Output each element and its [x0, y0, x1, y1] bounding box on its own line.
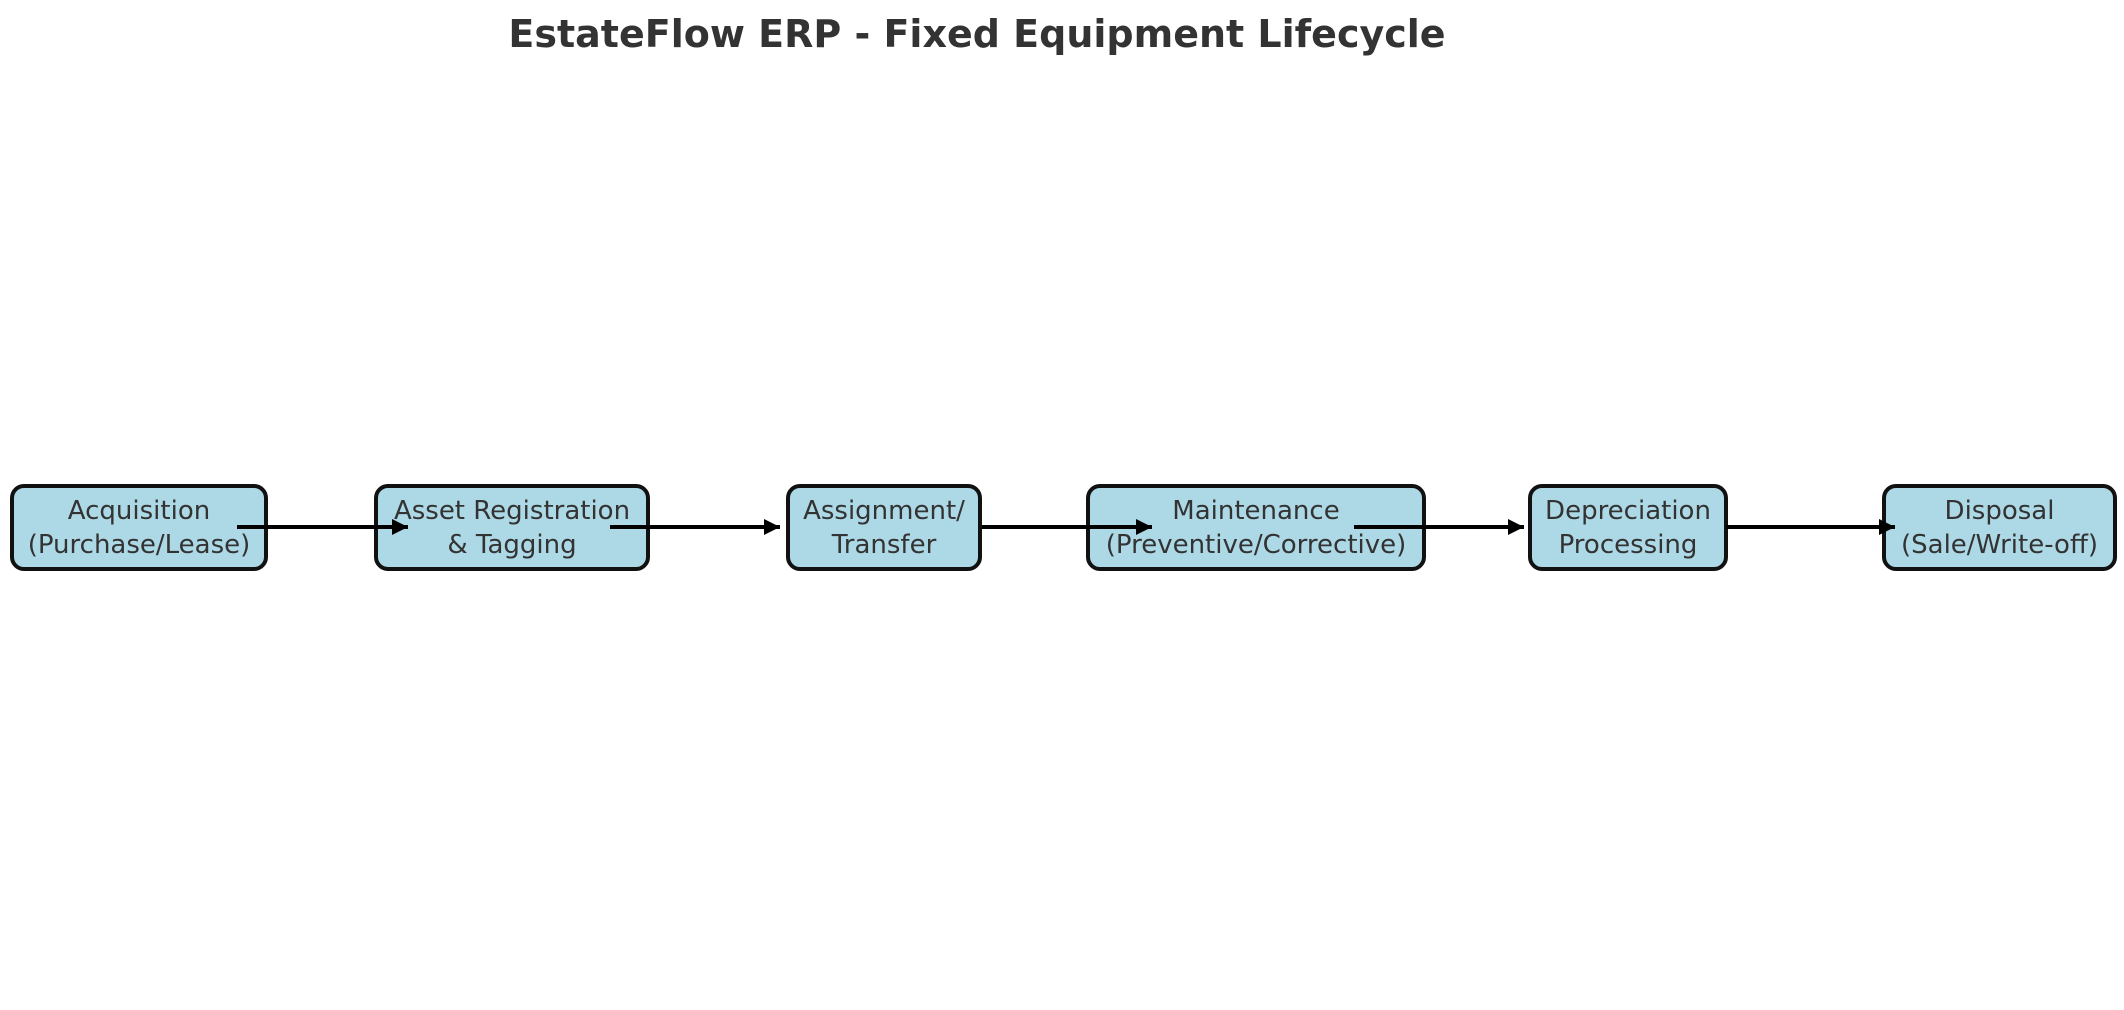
- stage-label-line2: (Purchase/Lease): [27, 529, 251, 560]
- stage-box-maintenance: Maintenance (Preventive/Corrective): [1086, 484, 1426, 571]
- stage-label-line2: Processing: [1558, 529, 1698, 560]
- stage-box-registration: Asset Registration & Tagging: [374, 484, 650, 571]
- stage-label-line1: Disposal: [1944, 495, 2055, 526]
- stage-label-line1: Asset Registration: [393, 495, 631, 526]
- stage-label-line1: Maintenance: [1172, 495, 1340, 526]
- stage-label-line2: Transfer: [831, 529, 937, 560]
- stage-label-line2: (Sale/Write-off): [1900, 529, 2099, 560]
- stage-box-disposal: Disposal (Sale/Write-off): [1882, 484, 2117, 571]
- stage-box-assignment: Assignment/ Transfer: [786, 484, 982, 571]
- page-title: EstateFlow ERP - Fixed Equipment Lifecyc…: [508, 12, 1446, 56]
- stage-label-line1: Acquisition: [67, 495, 211, 526]
- stage-label-line1: Depreciation: [1545, 495, 1711, 526]
- stage-label-line2: (Preventive/Corrective): [1105, 529, 1407, 560]
- stage-box-acquisition: Acquisition (Purchase/Lease): [10, 484, 268, 571]
- stage-label-line1: Assignment/: [803, 495, 965, 526]
- stage-label-line2: & Tagging: [447, 529, 577, 560]
- stage-box-depreciation: Depreciation Processing: [1528, 484, 1728, 571]
